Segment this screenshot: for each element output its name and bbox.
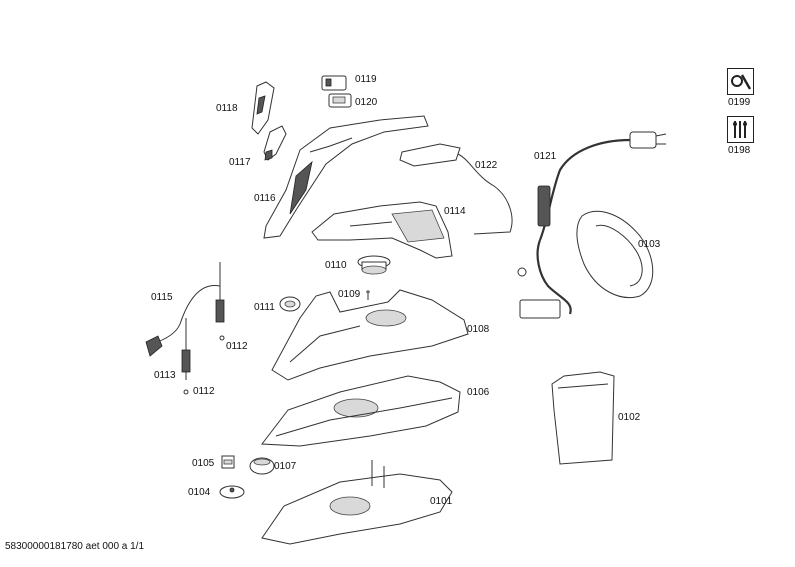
tools-icon-graphic [731,74,752,90]
part-label-0116: 0116 [254,193,276,204]
part-label-0119: 0119 [355,74,377,85]
part-0109-drawing [366,290,370,300]
part-label-0114: 0114 [444,206,466,217]
part-label-0120: 0120 [355,97,378,108]
part-label-0109: 0109 [338,289,361,300]
part-label-0112-upper: 0112 [226,341,248,352]
part-0104-drawing [219,485,245,499]
part-label-0117: 0117 [229,157,251,168]
part-label-0104: 0104 [188,487,211,498]
part-0120-drawing [328,93,352,108]
document-footer: 58300000181780 aet 000 a 1/1 [5,541,145,552]
service-label-0199: 0199 [728,97,751,108]
part-label-0118: 0118 [216,103,238,114]
part-0116-drawing [263,115,429,239]
part-0102-drawing [551,371,615,465]
service-label-0198: 0198 [728,145,751,156]
spare-parts-icon[interactable] [727,116,754,143]
part-0112b-drawing [183,389,189,395]
part-0106-drawing [261,375,461,447]
part-label-0113: 0113 [154,370,176,381]
part-0119-drawing [321,75,347,91]
part-0117-drawing [263,125,287,161]
part-0107-drawing [249,457,275,475]
part-0118-drawing [251,81,275,135]
part-0113-drawing [181,318,191,380]
part-label-0106: 0106 [467,387,490,398]
part-label-0110: 0110 [325,260,347,271]
part-0115-drawing [145,262,225,357]
part-label-0107: 0107 [274,461,297,472]
part-label-0103: 0103 [638,239,661,250]
part-0114-drawing [311,201,453,259]
part-label-0121: 0121 [534,151,557,162]
part-0122-drawing [399,143,513,235]
part-0108-drawing [271,289,469,381]
part-0112a-drawing [219,335,225,341]
part-0101-drawing [261,460,453,545]
part-label-0122: 0122 [475,160,498,171]
part-0121-drawing [517,131,667,319]
part-0110-drawing [357,255,391,275]
spare-parts-icon-graphic [733,121,747,138]
part-label-0108: 0108 [467,324,490,335]
part-label-0101: 0101 [430,496,453,507]
part-label-0112-lower: 0112 [193,386,215,397]
part-0103-drawing [576,210,654,298]
part-0105-drawing [221,455,235,469]
part-label-0115: 0115 [151,292,173,303]
part-label-0102: 0102 [618,412,641,423]
part-label-0111: 0111 [254,302,275,313]
part-0111-drawing [279,296,301,312]
part-label-0105: 0105 [192,458,215,469]
tools-icon[interactable] [727,68,754,95]
